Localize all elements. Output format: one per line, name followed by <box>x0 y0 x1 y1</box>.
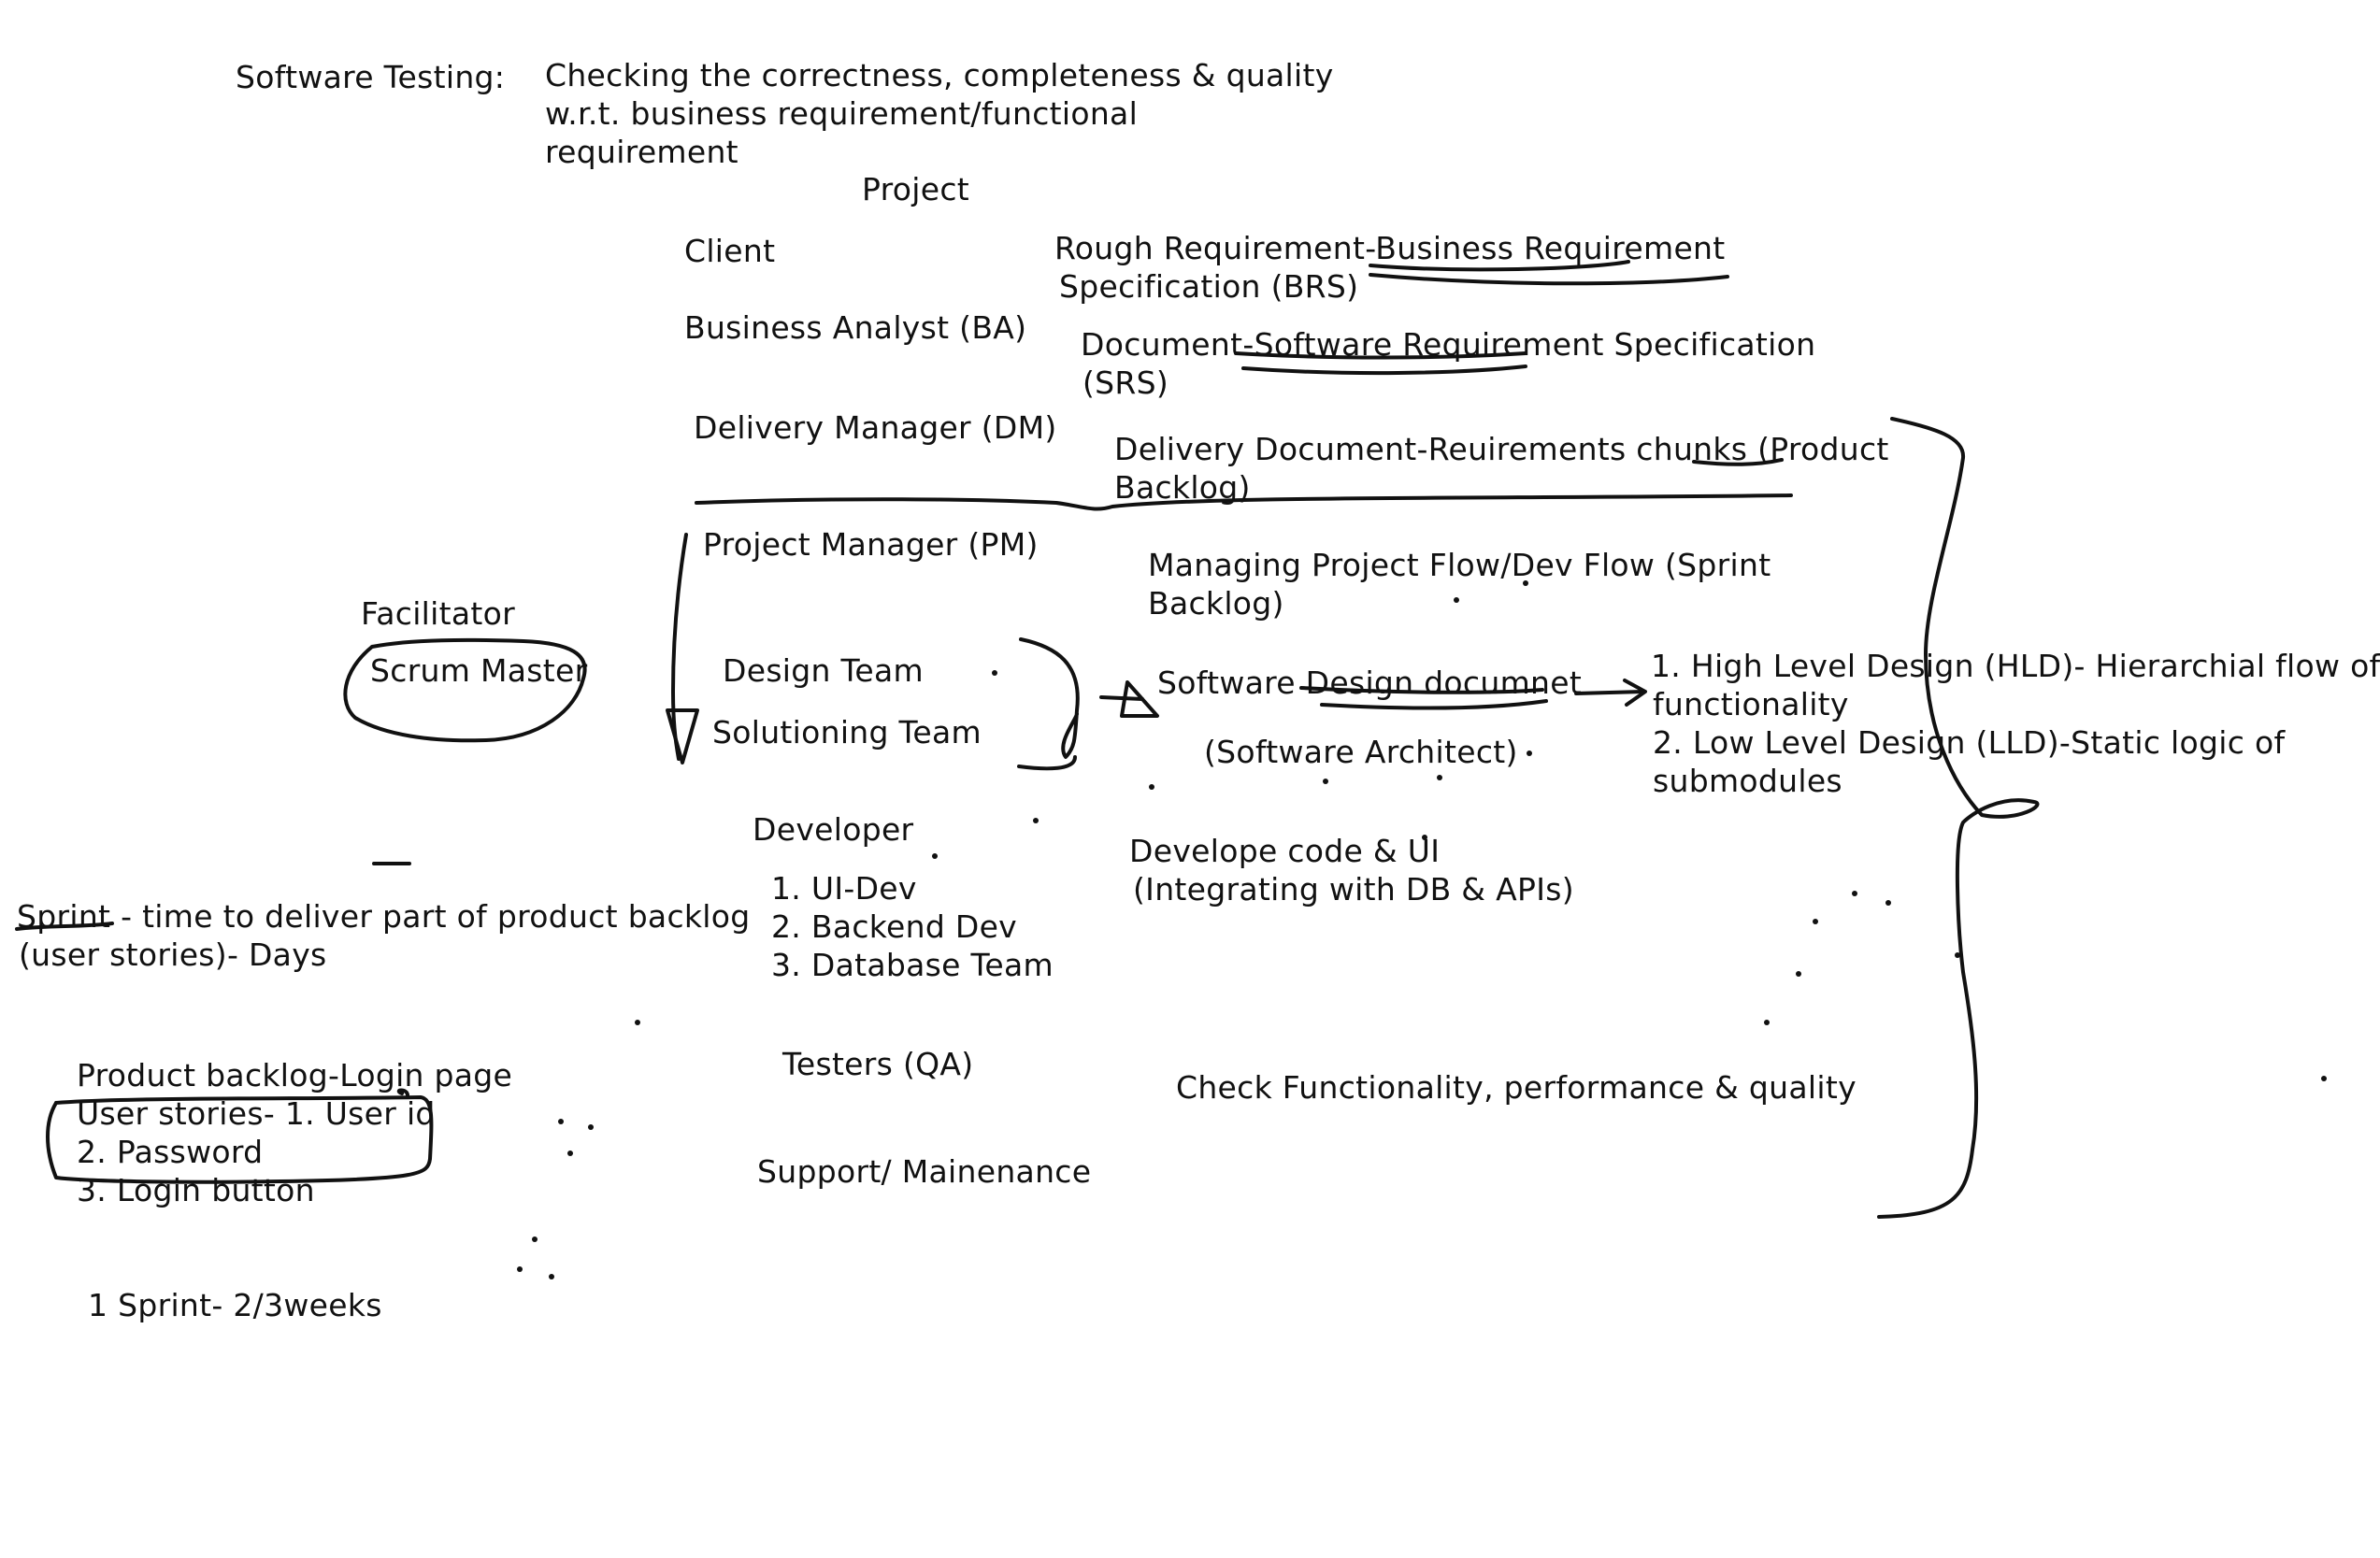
client-desc-line-1: Rough Requirement-Business Requirement <box>1054 230 1726 266</box>
dev-list-item: 2. Backend Dev <box>771 908 1018 945</box>
ba-desc-line-2: (SRS) <box>1082 364 1169 401</box>
design-arrow-head <box>1120 680 1159 718</box>
pm-desc-line-2: Backlog) <box>1148 585 1284 622</box>
down-arrow-head <box>666 708 699 765</box>
definition-line-1: Checking the correctness, completeness &… <box>545 57 1334 93</box>
dm-desc-line-1: Delivery Document-Reuirements chunks (Pr… <box>1114 431 1889 467</box>
definition-line-2: w.r.t. business requirement/functional <box>545 95 1139 132</box>
role-client: Client <box>684 233 776 269</box>
role-support: Support/ Mainenance <box>757 1153 1092 1190</box>
project-heading: Project <box>862 171 970 207</box>
design-desc-line-1: Software Design documnet <box>1157 665 1583 701</box>
dev-list-item: 1. UI-Dev <box>771 870 917 907</box>
role-delivery-manager: Delivery Manager (DM) <box>694 409 1057 446</box>
role-developer: Developer <box>753 811 914 848</box>
role-project-manager: Project Manager (PM) <box>703 526 1039 563</box>
sprint-definition-line-2: (user stories)- Days <box>19 936 327 973</box>
hld-arrow-head <box>1623 679 1647 707</box>
sprint-length-note: 1 Sprint- 2/3weeks <box>88 1287 382 1323</box>
design-desc-line-2: (Software Architect) <box>1204 734 1518 770</box>
dm-desc-line-2: Backlog) <box>1114 469 1251 506</box>
page-title: Software Testing: <box>236 59 506 95</box>
design-arrow <box>1099 695 1144 701</box>
backlog-example-line-1: User stories- 1. User id <box>77 1095 436 1132</box>
facilitator-label: Facilitator <box>361 595 515 632</box>
team-bracket <box>1017 637 1080 771</box>
right-curly-brace <box>1877 417 2040 1219</box>
dev-list-item: 3. Database Team <box>771 947 1054 983</box>
sprint-definition-line-1: Sprint - time to deliver part of product… <box>17 898 751 935</box>
ba-desc-line-1: Document-Software Requirement Specificat… <box>1081 326 1816 363</box>
backlog-example-line-2: 2. Password <box>77 1134 264 1170</box>
scrum-master-label: Scrum Master <box>370 652 588 689</box>
role-solutioning-team: Solutioning Team <box>712 714 982 750</box>
backlog-example-line-3: 3. Login button <box>77 1172 315 1208</box>
qa-desc-line-1: Check Functionality, performance & quali… <box>1176 1069 1857 1106</box>
dev-desc-line-2: (Integrating with DB & APIs) <box>1133 871 1574 908</box>
role-business-analyst: Business Analyst (BA) <box>684 309 1027 346</box>
definition-line-3: requirement <box>545 134 738 170</box>
pm-desc-line-1: Managing Project Flow/Dev Flow (Sprint <box>1148 547 1771 583</box>
role-design-team: Design Team <box>723 652 924 689</box>
lld-line-1: 2. Low Level Design (LLD)-Static logic o… <box>1653 724 2286 761</box>
client-desc-line-2: Specification (BRS) <box>1059 268 1359 305</box>
role-testers: Testers (QA) <box>782 1046 974 1082</box>
lld-line-2: submodules <box>1653 763 1842 799</box>
hld-line-1: 1. High Level Design (HLD)- Hierarchial … <box>1651 648 2380 684</box>
backlog-example-heading: Product backlog-Login page <box>77 1057 513 1093</box>
down-arrow-shaft <box>671 533 688 761</box>
dev-desc-line-1: Develope code & UI <box>1129 833 1441 869</box>
hld-line-2: functionality <box>1653 686 1849 722</box>
hld-arrow-shaft <box>1574 690 1645 695</box>
